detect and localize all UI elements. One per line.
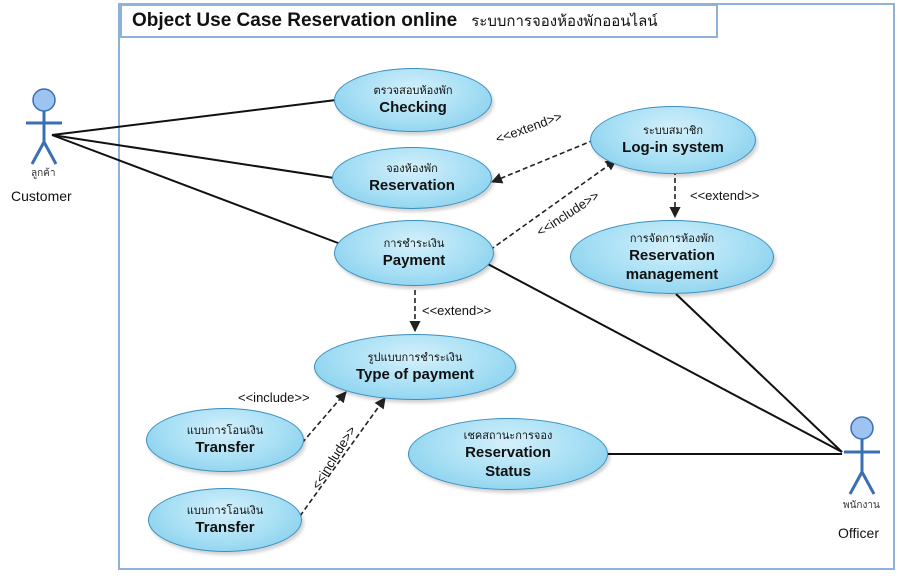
customer-label: Customer [11, 188, 72, 204]
usecase-login-thai: ระบบสมาชิก [642, 124, 704, 137]
assoc-officer-management [675, 293, 843, 453]
usecase-login[interactable]: ระบบสมาชิก Log-in system [590, 106, 756, 174]
usecase-payment-label: Payment [382, 252, 446, 269]
customer-actor-icon [26, 88, 62, 165]
usecase-payment[interactable]: การชำระเงิน Payment [334, 220, 494, 286]
diagram-title: Object Use Case Reservation online ระบบก… [120, 4, 718, 38]
usecase-transfer-2[interactable]: แบบการโอนเงิน Transfer [148, 488, 302, 552]
assoc-customer-checking [51, 99, 337, 136]
title-thai: ระบบการจองห้องพักออนไลน์ [471, 12, 658, 30]
usecase-reservation-management-thai: การจัดการห้องพัก [629, 231, 715, 245]
usecase-checking-label: Checking [379, 99, 447, 116]
include-transfer1-type [301, 391, 347, 444]
officer-thai-label: พนักงาน [843, 500, 880, 511]
customer-thai-label: ลูกค้า [31, 168, 56, 179]
label-include-transfer1-type: <<include>> [238, 390, 310, 405]
usecase-payment-thai: การชำระเงิน [383, 237, 445, 250]
assoc-officer-payment [483, 261, 843, 453]
usecase-transfer-1-thai: แบบการโอนเงิน [186, 424, 264, 437]
usecase-reservation-management-label: Reservation management [625, 246, 719, 283]
usecase-login-label: Log-in system [622, 139, 724, 156]
label-extend-login-management: <<extend>> [690, 188, 760, 203]
usecase-reservation-management[interactable]: การจัดการห้องพัก Reservation management [570, 220, 774, 294]
usecase-checking-thai: ตรวจสอบห้องพัก [373, 84, 453, 97]
usecase-reservation-status-label: Reservation Status [465, 443, 551, 480]
usecase-type-of-payment[interactable]: รูปแบบการชำระเงิน Type of payment [314, 334, 516, 400]
usecase-type-of-payment-thai: รูปแบบการชำระเงิน [367, 351, 463, 364]
assoc-customer-payment [51, 134, 347, 247]
label-extend-payment-type: <<extend>> [422, 303, 492, 318]
usecase-transfer-1[interactable]: แบบการโอนเงิน Transfer [146, 408, 304, 472]
usecase-reservation-status-thai: เชคสถานะการจอง [463, 428, 553, 442]
usecase-transfer-1-label: Transfer [195, 439, 255, 456]
usecase-reservation[interactable]: จองห้องพัก Reservation [332, 147, 492, 209]
include-transfer2-type [299, 397, 386, 517]
title-english: Object Use Case Reservation online [132, 10, 458, 31]
usecase-transfer-2-label: Transfer [195, 519, 255, 536]
assoc-customer-reservation [51, 134, 335, 179]
usecase-type-of-payment-label: Type of payment [355, 366, 475, 383]
usecase-reservation-label: Reservation [369, 177, 455, 194]
usecase-reservation-status[interactable]: เชคสถานะการจอง Reservation Status [408, 418, 608, 490]
usecase-reservation-thai: จองห้องพัก [386, 162, 438, 175]
usecase-transfer-2-thai: แบบการโอนเงิน [186, 504, 264, 517]
officer-label: Officer [838, 525, 879, 541]
usecase-checking[interactable]: ตรวจสอบห้องพัก Checking [334, 68, 492, 132]
officer-actor-icon [844, 416, 880, 495]
extend-reservation-login [490, 139, 595, 184]
include-payment-login [489, 159, 617, 251]
